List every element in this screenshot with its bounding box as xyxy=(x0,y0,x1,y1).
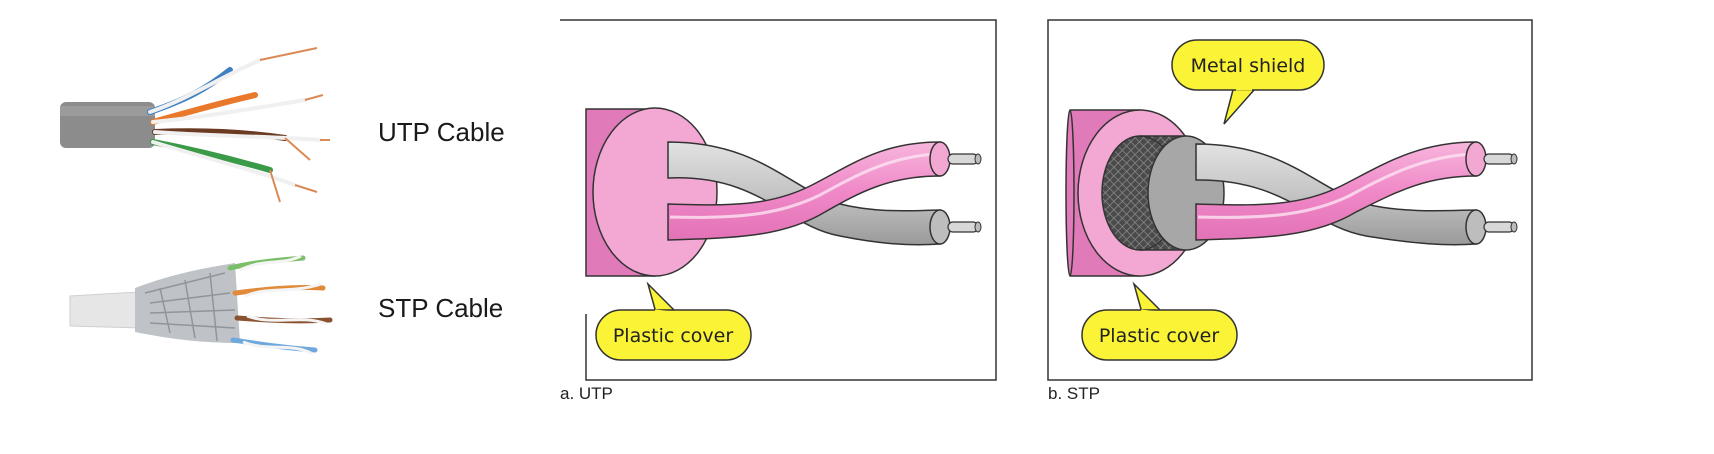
utp-diagram-panel: Plastic cover xyxy=(560,14,1000,382)
utp-jacket-face xyxy=(593,108,717,276)
utp-cable-photo xyxy=(55,40,345,210)
stp-cable-label: STP Cable xyxy=(378,293,503,324)
utp-cable-label: UTP Cable xyxy=(378,117,505,148)
stp-cable-illustration xyxy=(65,248,335,368)
stp-plastic-cover-label: Plastic cover xyxy=(1099,325,1219,347)
stp-metal-shield-callout: Metal shield xyxy=(1172,40,1324,124)
stp-plastic-cover-callout: Plastic cover xyxy=(1082,284,1237,360)
stp-diagram-svg: Metal shield Plastic cover xyxy=(1046,14,1540,382)
utp-caption: a. UTP xyxy=(560,384,613,404)
stp-diagram-panel: Metal shield Plastic cover xyxy=(1046,14,1540,382)
utp-cable-illustration xyxy=(55,40,345,210)
stp-conductor-gray xyxy=(1484,222,1514,232)
stp-metal-shield-label: Metal shield xyxy=(1191,55,1306,77)
utp-plastic-cover-label: Plastic cover xyxy=(613,325,733,347)
stp-jacket xyxy=(70,292,140,328)
stp-cable-photo xyxy=(65,248,335,368)
utp-plastic-cover-callout: Plastic cover xyxy=(596,284,751,360)
utp-conductor-gray xyxy=(948,222,978,232)
utp-conductor-pink xyxy=(948,154,978,164)
stp-conductor-pink xyxy=(1484,154,1514,164)
utp-diagram-svg: Plastic cover xyxy=(560,14,1000,382)
stp-caption: b. STP xyxy=(1048,384,1100,404)
